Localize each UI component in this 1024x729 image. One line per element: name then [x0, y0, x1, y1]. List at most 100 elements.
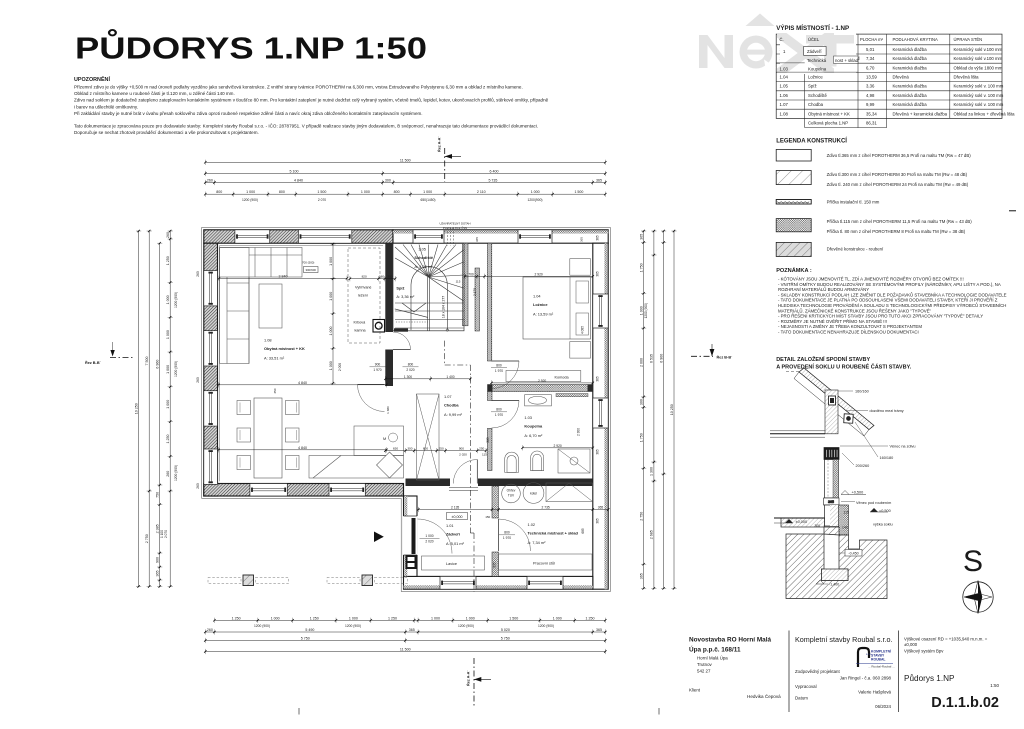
svg-text:11 500: 11 500 [400, 158, 411, 162]
svg-text:365: 365 [580, 237, 584, 242]
svg-text:1 000: 1 000 [166, 295, 170, 304]
svg-text:Obytná místnost + KK: Obytná místnost + KK [808, 111, 850, 116]
svg-text:1.06: 1.06 [780, 93, 789, 98]
svg-text:365: 365 [598, 506, 604, 510]
svg-text:650: 650 [423, 447, 428, 451]
svg-text:260: 260 [207, 179, 213, 183]
svg-text:Vypracoval: Vypracoval [795, 684, 817, 689]
svg-text:Kompletní stavby Roubal s.r.o.: Kompletní stavby Roubal s.r.o. [795, 635, 892, 644]
svg-text:=0,500: =0,500 [879, 509, 891, 513]
svg-text:11 500: 11 500 [400, 648, 411, 652]
svg-text:5 490: 5 490 [305, 628, 314, 632]
svg-text:900: 900 [156, 557, 160, 563]
svg-text:9,99: 9,99 [866, 102, 875, 107]
svg-text:Věnec na zdivu: Věnec na zdivu [890, 445, 916, 449]
svg-text:1200 (900): 1200 (900) [458, 624, 474, 628]
svg-text:115: 115 [844, 511, 850, 515]
svg-text:4 085: 4 085 [581, 326, 585, 334]
svg-text:Zodpovědný projektant: Zodpovědný projektant [795, 669, 840, 674]
svg-text:1 000: 1 000 [271, 616, 280, 620]
svg-text:260: 260 [166, 471, 170, 477]
svg-text:6 535: 6 535 [650, 354, 654, 363]
svg-text:- TATO DOKUMENTACE NENAHRAZUJE: - TATO DOKUMENTACE NENAHRAZUJE DÍLENSKOU… [778, 330, 919, 335]
svg-text:±0,000: ±0,000 [796, 520, 808, 524]
svg-text:1 400: 1 400 [446, 375, 454, 379]
svg-text:ležení: ležení [358, 294, 368, 298]
svg-text:140: 140 [842, 526, 848, 530]
svg-text:Pracovní stůl: Pracovní stůl [533, 562, 555, 566]
svg-text:VÝPIS MÍSTNOSTÍ - 1.NP: VÝPIS MÍSTNOSTÍ - 1.NP [776, 24, 849, 32]
svg-text:260: 260 [196, 377, 200, 383]
svg-text:3 840: 3 840 [279, 274, 288, 278]
svg-text:06/2024: 06/2024 [875, 704, 891, 709]
svg-text:1 000: 1 000 [531, 190, 540, 194]
svg-text:Chodba: Chodba [808, 102, 824, 107]
svg-text:Přízemní zdivo je do výšky +0,: Přízemní zdivo je do výšky +0,500 m nad … [74, 85, 523, 90]
svg-text:1 250: 1 250 [166, 435, 170, 444]
svg-text:DETAIL ZALOŽENÍ SPODNÍ STAVBY: DETAIL ZALOŽENÍ SPODNÍ STAVBY [776, 355, 870, 363]
svg-text:Řez B-B´: Řez B-B´ [85, 360, 102, 365]
svg-text:Zdivo tl. 240 mm z cihel POROT: Zdivo tl. 240 mm z cihel POROTHERM 24 Pr… [827, 182, 969, 187]
svg-text:160/160: 160/160 [855, 390, 869, 394]
svg-text:2 070: 2 070 [318, 198, 326, 202]
svg-text:365: 365 [596, 628, 602, 632]
svg-text:-1,400: -1,400 [829, 583, 839, 587]
svg-text:635: 635 [493, 562, 497, 568]
svg-text:542 27: 542 27 [697, 669, 711, 674]
svg-text:450: 450 [273, 388, 277, 393]
svg-text:365: 365 [156, 571, 160, 577]
svg-text:- PRO ŘEŠENÍ KRITICKÝCH MÍST S: - PRO ŘEŠENÍ KRITICKÝCH MÍST STAVBY JSOU… [778, 314, 983, 319]
svg-text:1.08: 1.08 [780, 111, 789, 116]
svg-text:800: 800 [394, 190, 400, 194]
svg-text:800: 800 [408, 363, 414, 367]
svg-text:4 840: 4 840 [298, 446, 307, 450]
svg-text:Zádveří: Zádveří [807, 49, 822, 54]
svg-text:650: 650 [393, 447, 398, 451]
svg-text:PLOCHA DLE ČSN: PLOCHA DLE ČSN [443, 225, 467, 230]
svg-text:Řez A-A´: Řez A-A´ [466, 670, 471, 686]
svg-text:300: 300 [387, 275, 392, 279]
svg-text:1.07: 1.07 [780, 102, 789, 107]
svg-text:1 000: 1 000 [361, 190, 370, 194]
svg-text:650(1450): 650(1450) [420, 198, 435, 202]
svg-text:A PROVEDENÍ SOKLU U ROUBENÉ ČÁ: A PROVEDENÍ SOKLU U ROUBENÉ ČÁSTI STAVBY… [776, 363, 911, 371]
svg-text:1: 1 [783, 49, 786, 54]
svg-text:7,34: 7,34 [866, 56, 875, 61]
svg-text:1 000: 1 000 [329, 292, 333, 301]
svg-text:Vyhřívané: Vyhřívané [355, 286, 371, 290]
svg-text:PŮDORYS 1.NP 1:50: PŮDORYS 1.NP 1:50 [75, 28, 427, 66]
svg-text:200/260: 200/260 [856, 464, 870, 468]
svg-text:1 250: 1 250 [586, 616, 595, 620]
svg-text:2 110: 2 110 [477, 190, 486, 194]
svg-text:260: 260 [207, 628, 213, 632]
svg-text:ROUBAL: ROUBAL [871, 658, 886, 662]
svg-text:1200 (900): 1200 (900) [242, 198, 258, 202]
svg-text:1 250: 1 250 [166, 256, 170, 265]
svg-text:2 685: 2 685 [650, 530, 654, 539]
svg-text:800: 800 [496, 363, 502, 367]
svg-text:115: 115 [482, 452, 487, 456]
svg-text:1 500: 1 500 [317, 190, 326, 194]
svg-text:1 000: 1 000 [329, 257, 333, 266]
svg-text:2 020: 2 020 [459, 453, 467, 457]
svg-text:1 300: 1 300 [650, 467, 654, 476]
svg-text:1 970: 1 970 [373, 368, 381, 372]
svg-text:Doporučuje se nechat zhotovit: Doporučuje se nechat zhotovit prováděcí … [74, 130, 259, 135]
svg-text:6 960: 6 960 [156, 360, 160, 369]
svg-text:365: 365 [596, 518, 600, 524]
svg-text:PLOCHA m²: PLOCHA m² [860, 37, 884, 42]
svg-text:365: 365 [596, 271, 600, 277]
svg-text:Dřevěná lišta: Dřevěná lišta [954, 75, 980, 80]
svg-text:365: 365 [639, 573, 643, 579]
svg-text:kotel: kotel [530, 492, 537, 496]
svg-text:Komoda: Komoda [555, 376, 570, 380]
svg-text:5 750: 5 750 [301, 637, 310, 641]
svg-text:900: 900 [459, 447, 464, 451]
svg-text:- VNITŘNÍ OMÍTKY BUDOU REALIZO: - VNITŘNÍ OMÍTKY BUDOU REALIZOVÁNY SE SY… [778, 282, 1001, 287]
svg-text:5 750: 5 750 [501, 637, 510, 641]
svg-text:Keramický sokl v.100 mm: Keramický sokl v.100 mm [954, 47, 1003, 52]
svg-text:UPOZORNĚNÍ: UPOZORNĚNÍ [74, 75, 110, 83]
svg-text:1 000: 1 000 [423, 190, 432, 194]
svg-text:1 680: 1 680 [386, 406, 390, 414]
svg-text:A: 7,34 m²: A: 7,34 m² [528, 540, 547, 545]
